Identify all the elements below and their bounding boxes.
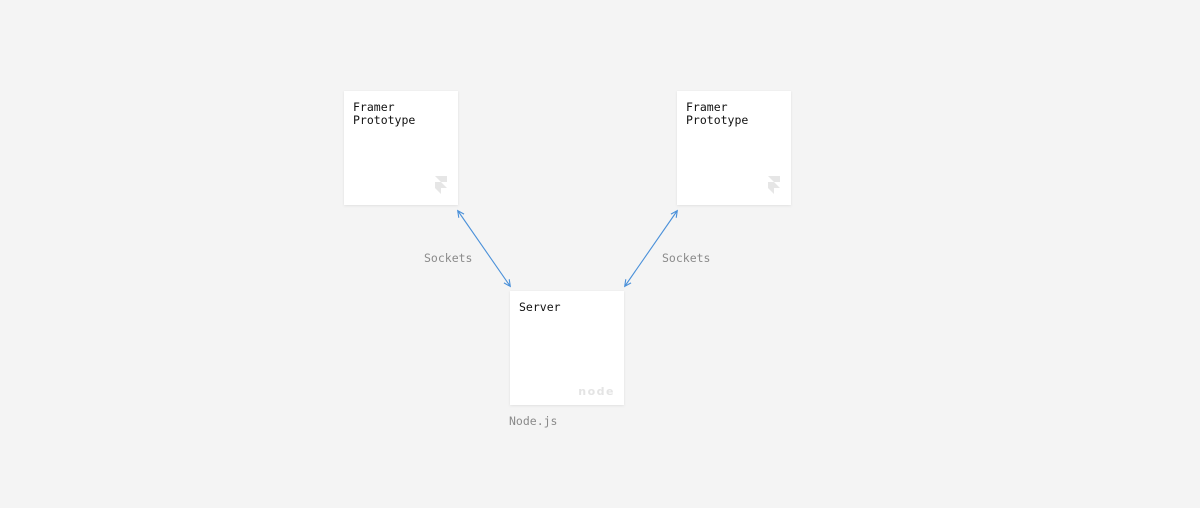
framer-prototype-card-right: Framer Prototype [677,91,791,205]
server-card: Server node [510,291,624,405]
framer-icon [435,176,447,194]
card-title: Framer Prototype [353,100,416,127]
left-socket-arrow [458,211,510,286]
right-socket-arrow [625,211,677,286]
card-title: Server [519,300,561,314]
framer-icon [768,176,780,194]
left-sockets-label: Sockets [424,251,473,265]
nodejs-logo: node [578,385,615,398]
right-sockets-label: Sockets [662,251,711,265]
card-title: Framer Prototype [686,100,749,127]
server-runtime-label: Node.js [509,414,558,428]
framer-prototype-card-left: Framer Prototype [344,91,458,205]
